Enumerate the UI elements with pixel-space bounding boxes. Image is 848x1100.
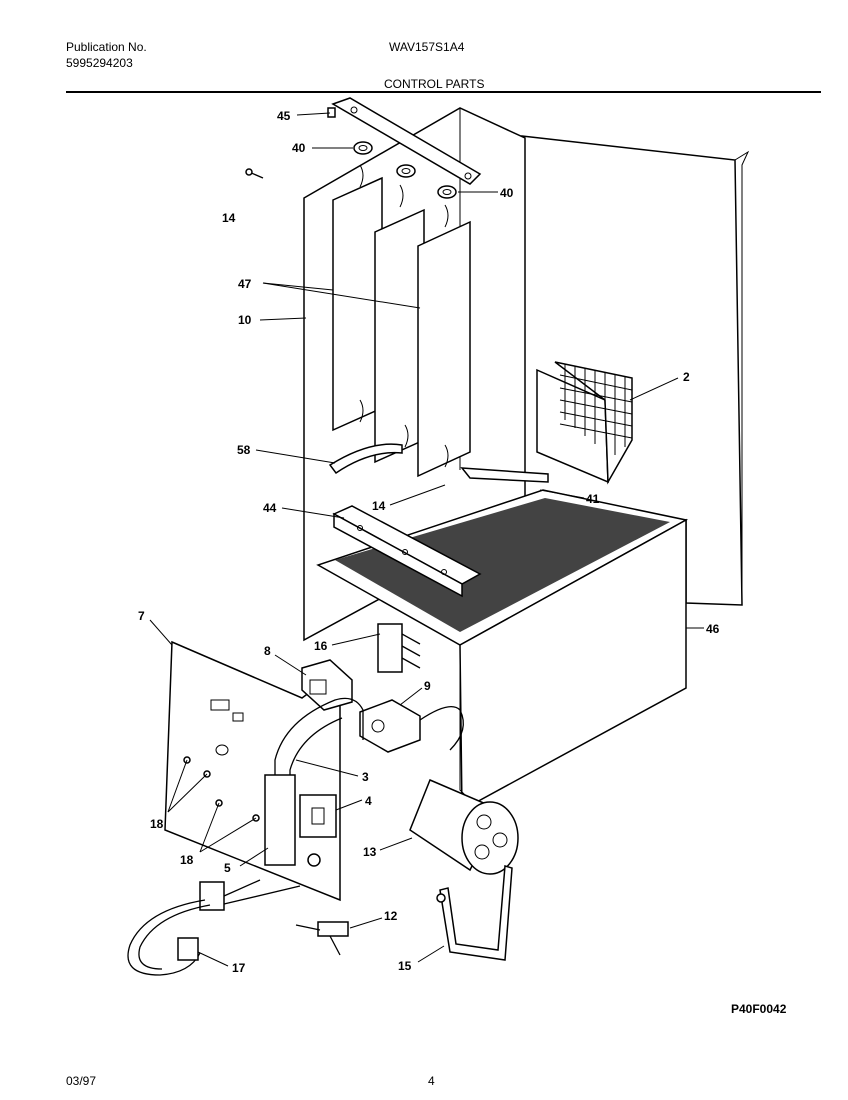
callout-45: 45 xyxy=(277,109,291,123)
publication-number: 5995294203 xyxy=(66,56,133,70)
fan-motor xyxy=(409,779,519,875)
grommets xyxy=(353,141,457,199)
callout-40: 40 xyxy=(500,186,514,200)
thermostat xyxy=(359,699,464,753)
callout-12: 12 xyxy=(384,909,398,923)
bracket-41 xyxy=(460,467,549,483)
callout-2: 2 xyxy=(683,370,690,384)
callout-40: 40 xyxy=(292,141,306,155)
callout-13: 13 xyxy=(363,845,377,859)
callout-5: 5 xyxy=(224,861,231,875)
callout-14: 14 xyxy=(372,499,386,513)
figure-code: P40F0042 xyxy=(731,1002,787,1016)
callout-16: 16 xyxy=(314,639,328,653)
model-number: WAV157S1A4 xyxy=(389,40,465,54)
motor-bracket xyxy=(439,865,513,961)
switch xyxy=(301,659,353,711)
callout-58: 58 xyxy=(237,443,251,457)
callout-8: 8 xyxy=(264,644,271,658)
relay xyxy=(299,794,337,838)
mounting-bar xyxy=(332,505,482,598)
power-cord xyxy=(127,879,301,976)
callout-46: 46 xyxy=(706,622,720,636)
footer-date: 03/97 xyxy=(66,1074,97,1088)
callout-47: 47 xyxy=(238,277,252,291)
callout-44: 44 xyxy=(263,501,277,515)
callout-4: 4 xyxy=(365,794,372,808)
control-base-box xyxy=(316,489,689,812)
harness-housing xyxy=(264,774,296,866)
capillary-tube xyxy=(274,697,364,860)
heater-clip xyxy=(328,443,403,475)
page-number: 4 xyxy=(428,1074,435,1088)
callout-7: 7 xyxy=(138,609,145,623)
leader-lines xyxy=(149,112,704,967)
control-plate xyxy=(164,640,341,902)
sensor xyxy=(295,921,349,956)
grid-panel xyxy=(536,361,633,485)
publication-label: Publication No. xyxy=(66,40,147,54)
callout-15: 15 xyxy=(398,959,412,973)
bracket-hole xyxy=(436,893,446,903)
callout-9: 9 xyxy=(424,679,431,693)
heater-panels xyxy=(332,164,471,478)
callout-18: 18 xyxy=(150,817,164,831)
callout-10: 10 xyxy=(238,313,252,327)
section-title: CONTROL PARTS xyxy=(384,77,485,91)
callout-14: 14 xyxy=(222,211,236,225)
callout-41: 41 xyxy=(586,492,600,506)
terminal-block xyxy=(377,623,421,673)
capillary-tube-inner xyxy=(289,717,343,860)
callout-labels: 45 40 40 14 47 10 2 58 14 41 44 46 7 16 … xyxy=(138,109,720,975)
callout-3: 3 xyxy=(362,770,369,784)
screw-top xyxy=(245,168,264,179)
header-rule xyxy=(66,91,821,93)
callout-17: 17 xyxy=(232,961,246,975)
callout-18: 18 xyxy=(180,853,194,867)
mounting-bracket xyxy=(327,97,482,185)
